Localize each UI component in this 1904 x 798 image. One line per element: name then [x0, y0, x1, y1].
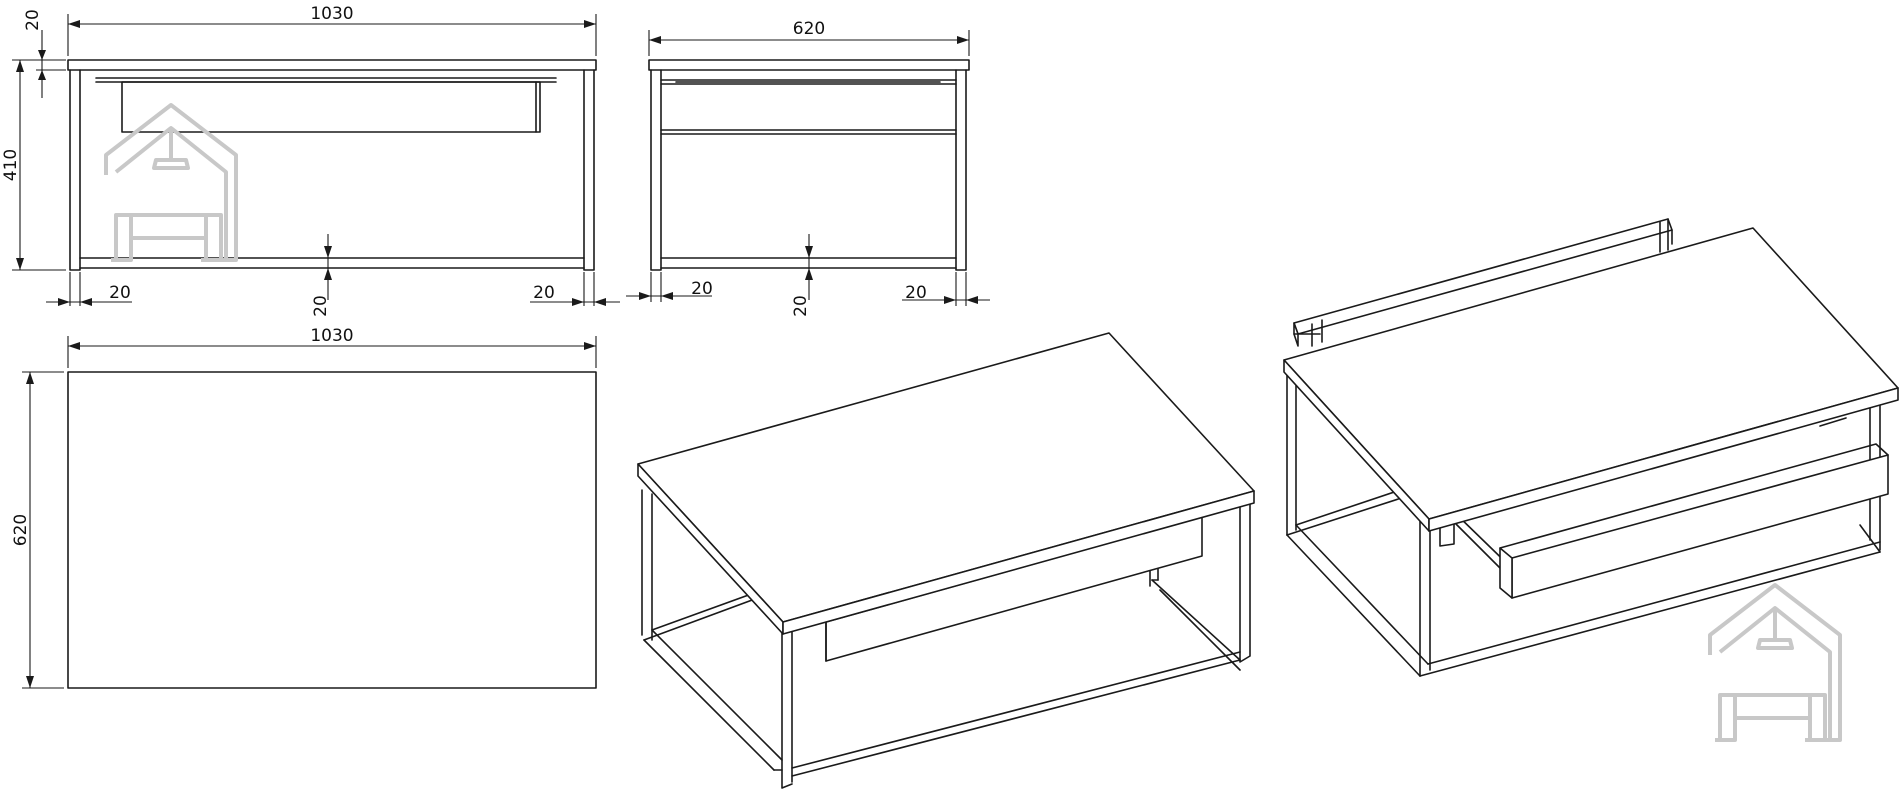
side-bottom-rail-label: 20: [791, 295, 811, 317]
front-view: [67, 59, 597, 271]
side-left-leg-label: 20: [691, 279, 713, 299]
front-width-label: 1030: [310, 4, 353, 24]
top-depth-label: 620: [11, 514, 31, 546]
isometric-open-view: [1283, 218, 1899, 677]
top-width-label: 1030: [310, 326, 353, 346]
front-dimensions: 1030 20 410 20 20 20: [1, 4, 620, 317]
front-left-leg-label: 20: [109, 283, 131, 303]
isometric-closed-view: [637, 332, 1255, 789]
house-sofa-logo-icon: [104, 103, 238, 262]
top-thickness-label: 20: [23, 9, 43, 31]
front-right-leg-label: 20: [533, 283, 555, 303]
house-sofa-logo-icon: [1708, 583, 1842, 742]
top-view: [67, 371, 597, 689]
side-view: [648, 59, 970, 271]
front-height-label: 410: [1, 149, 21, 181]
side-depth-label: 620: [793, 19, 825, 39]
top-dimensions: 1030 620: [11, 326, 597, 689]
front-bottom-rail-label: 20: [311, 295, 331, 317]
side-right-leg-label: 20: [905, 283, 927, 303]
side-dimensions: 620 20 20 20: [626, 19, 990, 317]
